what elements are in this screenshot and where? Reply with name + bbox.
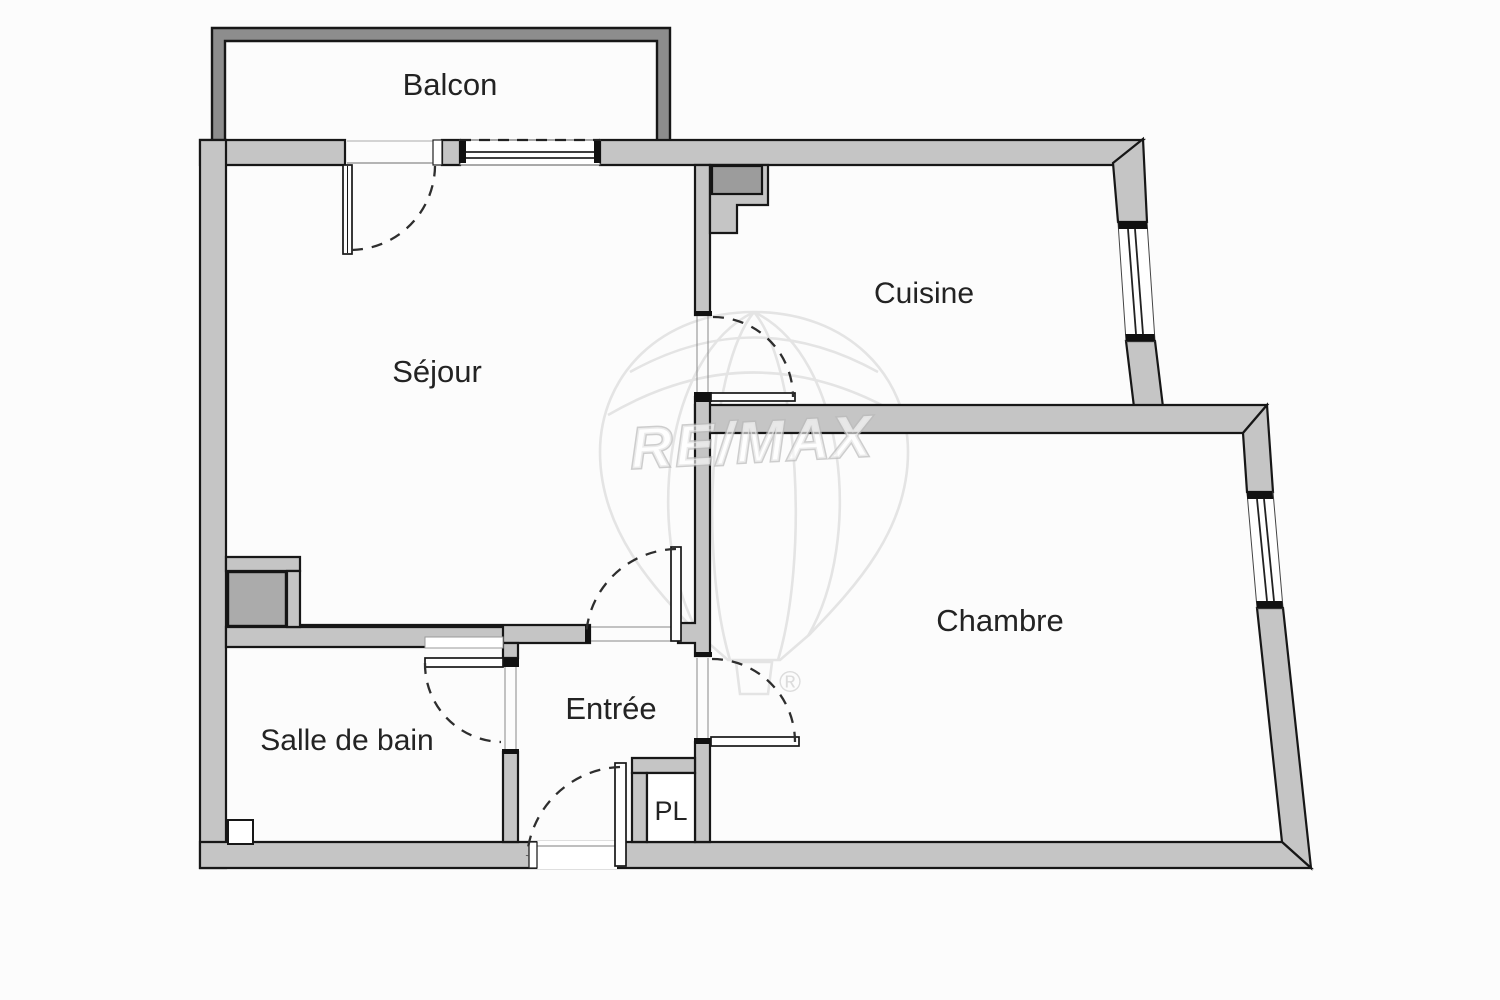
wall-duct-step-side xyxy=(285,569,302,629)
cuisine-window-cap-top xyxy=(1118,221,1148,229)
cuisine-window xyxy=(1117,221,1156,342)
balloon-gore-1 xyxy=(710,311,756,661)
cap-bath-stub xyxy=(502,658,519,667)
remax-watermark-text: RE/MAX xyxy=(629,404,876,482)
wall-pl-left xyxy=(630,771,649,844)
cuisine-door-leaf xyxy=(710,392,796,402)
room-labels: Balcon Séjour Cuisine Chambre Salle de b… xyxy=(260,67,1063,826)
door-leaves xyxy=(342,164,800,867)
cuisine-duct xyxy=(710,164,764,196)
remax-registered-mark: ® xyxy=(779,666,801,699)
chambre-window-pane-2 xyxy=(1263,498,1275,602)
opening-jamb-lines xyxy=(504,316,709,749)
cap-middle-wall-tip xyxy=(694,652,712,657)
chambre-window xyxy=(1246,491,1284,609)
walls-layer xyxy=(198,26,1314,871)
balloon-gore-2 xyxy=(752,311,798,661)
wall-left xyxy=(198,138,228,870)
sejour-duct xyxy=(226,570,288,628)
front-door-opening xyxy=(537,841,617,869)
balloon-seam-1 xyxy=(607,371,901,417)
cap-chambre-left xyxy=(694,738,712,744)
chambre-window-cap-bottom xyxy=(1256,601,1283,608)
room-label-chambre: Chambre xyxy=(936,603,1064,638)
wall-bath-entree-stub xyxy=(501,641,520,660)
balcony-door-jamb xyxy=(432,139,443,166)
cuisine-window-pane-2 xyxy=(1134,228,1144,335)
room-label-sejour: Séjour xyxy=(392,354,482,389)
cuisine-window-cap-bottom xyxy=(1125,334,1155,341)
wall-chambre-left-lower xyxy=(693,740,712,844)
remax-balloon-watermark xyxy=(598,310,910,696)
wall-chambre-right-lower xyxy=(1255,606,1313,871)
room-label-entree: Entrée xyxy=(565,691,656,726)
bathroom-door-arc xyxy=(423,662,502,744)
door-swing-arcs xyxy=(351,165,797,857)
balloon-basket xyxy=(734,660,774,696)
balcony-window xyxy=(459,138,601,166)
wall-top-right xyxy=(598,138,1147,167)
bathroom-door-opening xyxy=(424,636,504,649)
wall-bath-entree-lower xyxy=(501,750,520,844)
cap-bath-lower xyxy=(502,749,519,754)
wall-middle-lower xyxy=(676,395,712,658)
balloon-gore-4 xyxy=(753,310,841,637)
chambre-door-arc xyxy=(711,657,797,743)
room-label-balcon: Balcon xyxy=(403,67,498,102)
pl-closet-interior xyxy=(645,771,697,844)
cap-cuisine-door-hinge xyxy=(694,392,712,402)
front-door-jamb xyxy=(528,841,538,869)
chambre-window-pane-1 xyxy=(1256,498,1268,602)
wall-pl-top xyxy=(630,756,697,775)
openings-layer xyxy=(227,138,1284,869)
bathroom-door-leaf xyxy=(424,657,504,668)
chambre-window-cap-top xyxy=(1246,491,1274,499)
sejour-door-leaf xyxy=(670,546,682,642)
room-label-pl: PL xyxy=(654,796,687,826)
front-door-leaf xyxy=(614,762,627,867)
balcony-window-post-left xyxy=(459,141,466,163)
cuisine-window-pane-1 xyxy=(1127,228,1137,335)
balloon-seam-2 xyxy=(629,336,879,374)
wall-middle-upper xyxy=(693,163,712,317)
cuisine-door-arc xyxy=(712,315,795,398)
wall-bottom xyxy=(198,840,1314,870)
cap-sejour-band-end xyxy=(585,625,591,643)
wall-top-pier xyxy=(440,138,462,167)
wall-cuisine-right-lower xyxy=(1124,339,1165,409)
room-label-salle-de-bain: Salle de bain xyxy=(260,724,433,757)
cap-middle-wall-upper xyxy=(694,311,712,316)
bathroom-corner-niche xyxy=(227,819,254,845)
balcony-window-post-right xyxy=(594,141,601,163)
room-label-cuisine: Cuisine xyxy=(874,277,974,310)
chambre-door-leaf xyxy=(710,736,800,747)
wall-duct-step-top xyxy=(224,555,302,573)
balloon-envelope xyxy=(598,310,910,662)
sejour-door-arc xyxy=(584,547,677,637)
balcony-door-arc xyxy=(351,165,437,252)
front-door-arc xyxy=(525,765,621,857)
